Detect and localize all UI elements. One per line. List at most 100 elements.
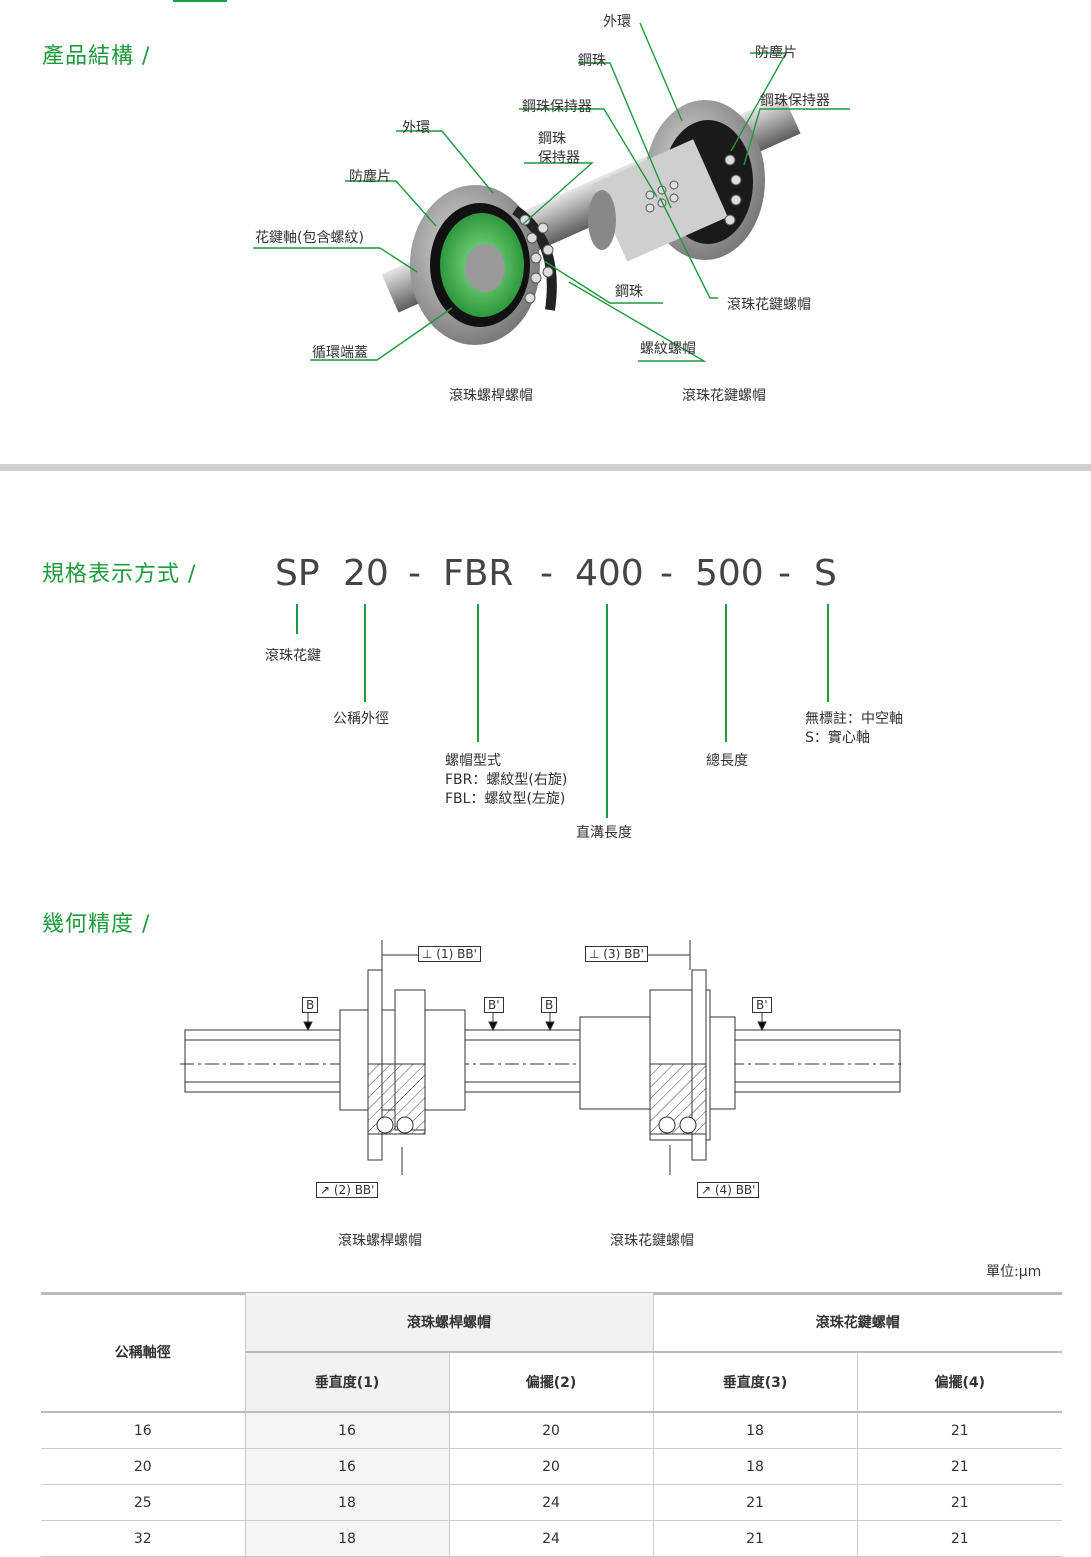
header-perp-3: 垂直度(3) xyxy=(652,1352,857,1413)
cell-perp-3: 21 xyxy=(652,1520,857,1557)
caption-accuracy-spline: 滾珠花鍵螺帽 xyxy=(610,1233,694,1249)
tol-1-datum: BB' xyxy=(457,947,477,961)
label-retainer-right: 鋼珠保持器 xyxy=(760,93,830,109)
label-end-cap: 循環端蓋 xyxy=(312,345,368,361)
product-structure-illustration xyxy=(253,22,850,362)
leader-nut-type xyxy=(477,604,479,742)
section-title-designation: 規格表示方式 / xyxy=(42,562,197,587)
tol-2-label: (2) xyxy=(333,1183,351,1197)
desc-fbl: FBL：螺紋型(左旋) xyxy=(445,791,566,807)
label-dust-seal-right: 防塵片 xyxy=(755,45,797,61)
tol-4-datum: BB' xyxy=(735,1183,756,1197)
caption-spline-nut: 滾珠花鍵螺帽 xyxy=(682,388,766,404)
leader-sp xyxy=(296,604,298,634)
cell-dia: 25 xyxy=(41,1484,245,1521)
leader-groove xyxy=(606,604,608,818)
tab-indicator xyxy=(173,0,227,2)
header-perp-1: 垂直度(1) xyxy=(244,1352,449,1413)
desc-nominal-diameter: 公稱外徑 xyxy=(333,711,389,727)
cell-runout-2: 24 xyxy=(448,1484,653,1521)
header-group-screw: 滾珠螺桿螺帽 xyxy=(244,1293,653,1353)
label-retainer-mid-line1: 鋼珠 xyxy=(538,131,566,147)
cell-dia: 32 xyxy=(41,1520,245,1557)
label-screw-nut: 螺紋螺帽 xyxy=(640,341,696,357)
cell-dia: 20 xyxy=(41,1448,245,1485)
designation-code: SP 20 - FBR - 400 - 500 - S xyxy=(0,553,1091,603)
accuracy-drawing xyxy=(180,940,905,1175)
leader-shaft-type xyxy=(827,604,829,702)
code-dash-1: - xyxy=(408,553,421,594)
code-sp: SP xyxy=(275,553,320,594)
code-diameter: 20 xyxy=(343,553,389,594)
desc-groove-length: 直溝長度 xyxy=(576,825,632,841)
desc-fbr: FBR：螺紋型(右旋) xyxy=(445,772,568,788)
cell-perp-1: 18 xyxy=(244,1520,449,1557)
label-steel-ball-top: 鋼珠 xyxy=(578,53,606,69)
datum-b-left: B xyxy=(302,997,319,1013)
cell-perp-3: 21 xyxy=(652,1484,857,1521)
cell-runout-2: 20 xyxy=(448,1412,653,1449)
header-nominal-diameter: 公稱軸徑 xyxy=(41,1293,245,1413)
code-total-length: 500 xyxy=(695,553,764,594)
code-dash-2: - xyxy=(540,553,553,594)
caption-screw-nut: 滾珠螺桿螺帽 xyxy=(449,388,533,404)
desc-ball-spline: 滾珠花鍵 xyxy=(265,648,321,664)
cell-perp-3: 18 xyxy=(652,1412,857,1449)
cell-runout-4: 21 xyxy=(856,1448,1062,1485)
spline-nut xyxy=(588,100,765,262)
datum-bp-left: B' xyxy=(484,997,504,1013)
tolerance-frame-1: ⊥ (1) BB' xyxy=(418,946,481,962)
label-spline-shaft: 花鍵軸(包含螺紋) xyxy=(255,230,364,246)
desc-total-length: 總長度 xyxy=(706,753,748,769)
section-divider xyxy=(0,464,1091,471)
table-row: 20 16 20 18 21 xyxy=(41,1448,1062,1485)
desc-hollow-shaft: 無標註：中空軸 xyxy=(805,711,903,727)
label-dust-seal-left: 防塵片 xyxy=(349,169,391,185)
label-steel-ball-mid: 鋼珠 xyxy=(615,284,643,300)
header-group-spline: 滾珠花鍵螺帽 xyxy=(652,1293,1062,1353)
tolerance-frame-4: ↗ (4) BB' xyxy=(697,1182,760,1198)
datum-bp-right: B' xyxy=(752,997,772,1013)
tol-4-label: (4) xyxy=(714,1183,732,1197)
cell-perp-1: 18 xyxy=(244,1484,449,1521)
screw-nut xyxy=(410,185,557,345)
tolerance-frame-3: ⊥ (3) BB' xyxy=(585,946,648,962)
tol-3-datum: BB' xyxy=(624,947,644,961)
section-title-structure: 產品結構 / xyxy=(42,44,151,69)
code-dash-3: - xyxy=(660,553,673,594)
desc-solid-shaft: S：實心軸 xyxy=(805,730,870,746)
leader-total xyxy=(725,604,727,742)
cell-perp-1: 16 xyxy=(244,1412,449,1449)
cell-runout-4: 21 xyxy=(856,1412,1062,1449)
tol-2-datum: BB' xyxy=(354,1183,375,1197)
cell-runout-4: 21 xyxy=(856,1520,1062,1557)
table-row: 32 18 24 21 21 xyxy=(41,1520,1062,1557)
datum-b-right: B xyxy=(541,997,558,1013)
label-outer-ring-left: 外環 xyxy=(402,120,430,136)
code-dash-4: - xyxy=(778,553,791,594)
table-row: 25 18 24 21 21 xyxy=(41,1484,1062,1521)
label-retainer-mid-line2: 保持器 xyxy=(538,150,580,166)
accuracy-table: 公稱軸徑 滾珠螺桿螺帽 滾珠花鍵螺帽 垂直度(1) 偏擺(2) 垂直度(3) 偏… xyxy=(41,1293,1062,1557)
code-nut-type: FBR xyxy=(443,553,514,594)
header-runout-4: 偏擺(4) xyxy=(856,1352,1062,1413)
desc-nut-type: 螺帽型式 xyxy=(445,753,501,769)
cell-runout-2: 20 xyxy=(448,1448,653,1485)
label-retainer-top: 鋼珠保持器 xyxy=(522,99,592,115)
caption-accuracy-screw: 滾珠螺桿螺帽 xyxy=(338,1233,422,1249)
tolerance-frame-2: ↗ (2) BB' xyxy=(316,1182,379,1198)
cell-dia: 16 xyxy=(41,1412,245,1449)
label-spline-nut: 滾珠花鍵螺帽 xyxy=(727,297,811,313)
unit-label: 單位:μm xyxy=(986,1264,1042,1280)
cell-runout-2: 24 xyxy=(448,1520,653,1557)
tol-1-label: (1) xyxy=(436,947,454,961)
cell-perp-3: 18 xyxy=(652,1448,857,1485)
cell-perp-1: 16 xyxy=(244,1448,449,1485)
label-outer-ring-right: 外環 xyxy=(603,14,631,30)
code-groove-length: 400 xyxy=(575,553,644,594)
cell-runout-4: 21 xyxy=(856,1484,1062,1521)
tol-3-label: (3) xyxy=(603,947,621,961)
leader-diameter xyxy=(364,604,366,702)
table-row: 16 16 20 18 21 xyxy=(41,1412,1062,1449)
header-runout-2: 偏擺(2) xyxy=(448,1352,653,1413)
